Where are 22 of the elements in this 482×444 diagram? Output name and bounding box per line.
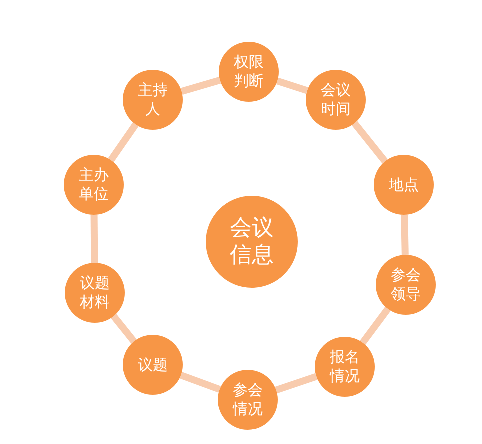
connector-line	[360, 306, 391, 346]
connector-line	[90, 214, 98, 264]
circle-label: 会议信息	[228, 214, 275, 270]
connector-line	[275, 373, 318, 394]
circle-label: 地点	[388, 176, 420, 194]
connector-line	[111, 314, 137, 344]
connector-line	[180, 372, 222, 393]
circle-label: 议题材料	[79, 274, 111, 312]
circle-label: 主办单位	[78, 166, 110, 204]
circle-label: 议题	[137, 356, 169, 374]
circle-label: 主持人	[137, 81, 169, 119]
circle-label: 报名情况	[329, 348, 361, 386]
connector-line	[180, 77, 222, 95]
circle-label: 会议时间	[320, 81, 352, 119]
connector-line	[108, 122, 139, 162]
circle-label: 参会领导	[390, 266, 422, 304]
circle-label: 权限判断	[233, 53, 265, 91]
circle-label: 参会情况	[232, 381, 264, 419]
connector-line	[276, 78, 309, 94]
connector-line	[352, 121, 388, 164]
topic-circle	[123, 335, 183, 395]
connector-line	[401, 214, 409, 256]
